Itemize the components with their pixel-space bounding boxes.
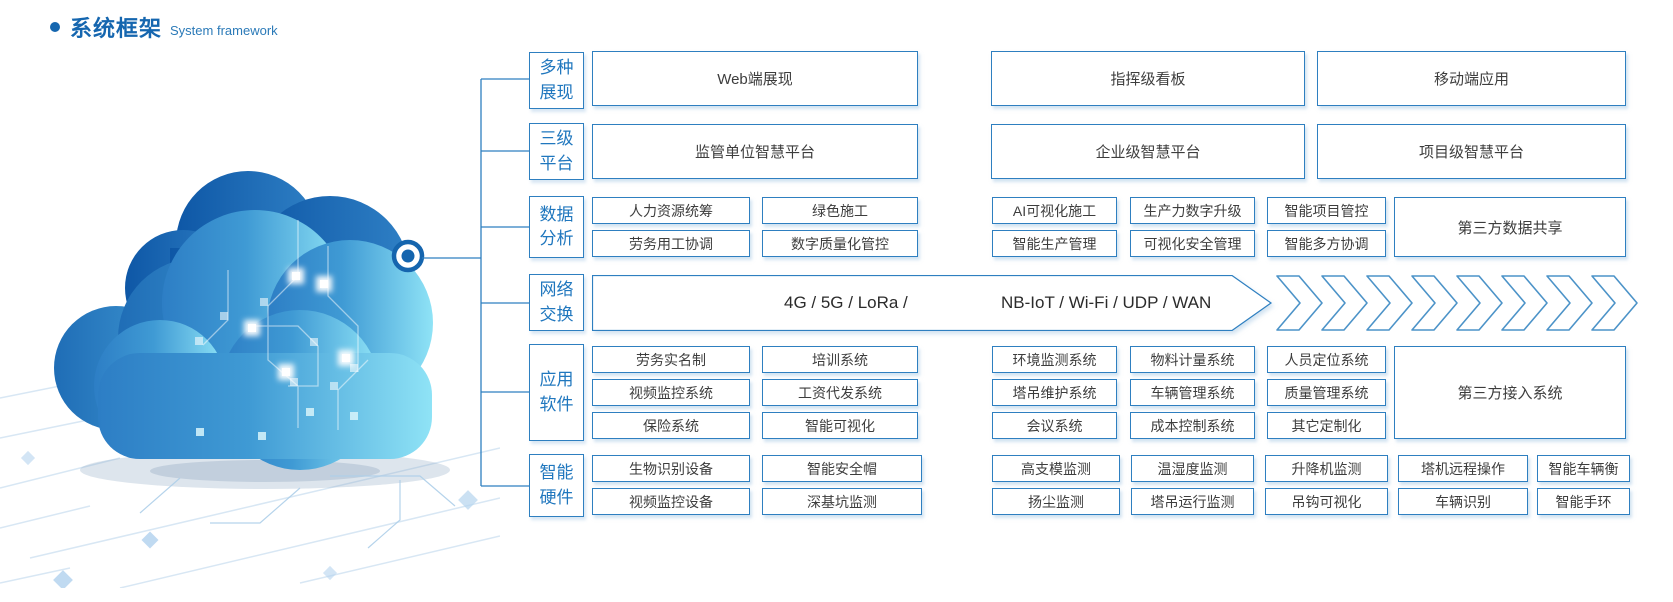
- box-ai-visual-construction: AI可视化施工: [992, 197, 1117, 224]
- network-exchange-bar: 4G / 5G / LoRa / NB-IoT / Wi-Fi / UDP / …: [592, 275, 1652, 331]
- box-quality-management: 质量管理系统: [1267, 379, 1386, 406]
- box-dust-monitor: 扬尘监测: [992, 488, 1120, 515]
- box-smart-visualization: 智能可视化: [762, 412, 918, 439]
- box-third-party-data-share: 第三方数据共享: [1394, 197, 1626, 257]
- box-smart-wristband: 智能手环: [1537, 488, 1630, 515]
- box-other-customization: 其它定制化: [1267, 412, 1386, 439]
- box-smart-production: 智能生产管理: [992, 230, 1117, 257]
- box-environment-monitor: 环境监测系统: [992, 346, 1117, 373]
- box-training-system: 培训系统: [762, 346, 918, 373]
- box-personnel-positioning: 人员定位系统: [1267, 346, 1386, 373]
- box-smart-project-control: 智能项目管控: [1267, 197, 1386, 224]
- box-video-monitor-system: 视频监控系统: [592, 379, 750, 406]
- network-arrow-shape: [592, 275, 1273, 331]
- box-regulator-platform: 监管单位智慧平台: [592, 124, 918, 179]
- hub-target-icon: [391, 239, 425, 273]
- box-biometric-device: 生物识别设备: [592, 455, 750, 482]
- chevron-arrows-icon: [1276, 275, 1638, 331]
- box-insurance-system: 保险系统: [592, 412, 750, 439]
- box-enterprise-platform: 企业级智慧平台: [991, 124, 1305, 179]
- category-smart-hardware: 智能硬件: [529, 454, 584, 517]
- box-temp-humidity-monitor: 温湿度监测: [1131, 455, 1254, 482]
- category-data-analysis: 数据分析: [529, 196, 584, 258]
- network-protocols-left: 4G / 5G / LoRa /: [784, 293, 908, 312]
- page-title: 系统框架 System framework: [50, 11, 278, 43]
- title-english: System framework: [170, 22, 278, 38]
- box-material-metering: 物料计量系统: [1130, 346, 1255, 373]
- box-green-construction: 绿色施工: [762, 197, 918, 224]
- box-smart-helmet: 智能安全帽: [762, 455, 922, 482]
- box-hr-planning: 人力资源统筹: [592, 197, 750, 224]
- box-hook-visualization: 吊钩可视化: [1265, 488, 1388, 515]
- box-third-party-access: 第三方接入系统: [1394, 346, 1626, 439]
- box-visual-safety: 可视化安全管理: [1130, 230, 1255, 257]
- box-cost-control: 成本控制系统: [1130, 412, 1255, 439]
- box-tower-remote-operation: 塔机远程操作: [1398, 455, 1528, 482]
- box-labor-coordination: 劳务用工协调: [592, 230, 750, 257]
- category-multi-display: 多种展现: [529, 52, 584, 109]
- box-deep-pit-monitor: 深基坑监测: [762, 488, 922, 515]
- box-digital-quality-control: 数字质量化管控: [762, 230, 918, 257]
- box-productivity-upgrade: 生产力数字升级: [1130, 197, 1255, 224]
- box-meeting-system: 会议系统: [992, 412, 1117, 439]
- box-salary-payment-system: 工资代发系统: [762, 379, 918, 406]
- box-tower-crane-maintenance: 塔吊维护系统: [992, 379, 1117, 406]
- network-protocols-right: NB-IoT / Wi-Fi / UDP / WAN: [1001, 293, 1212, 312]
- box-formwork-monitor: 高支模监测: [992, 455, 1120, 482]
- cloud-illustration: [0, 171, 500, 588]
- box-command-board: 指挥级看板: [991, 51, 1305, 106]
- category-network-exchange: 网络交换: [529, 274, 584, 331]
- box-web-display: Web端展现: [592, 51, 918, 106]
- category-three-level-platform: 三级平台: [529, 123, 584, 180]
- box-video-monitor-device: 视频监控设备: [592, 488, 750, 515]
- box-mobile-app: 移动端应用: [1317, 51, 1626, 106]
- box-multi-party-coordination: 智能多方协调: [1267, 230, 1386, 257]
- title-chinese: 系统框架: [70, 16, 163, 41]
- bullet-dot-icon: [50, 22, 60, 32]
- box-hoist-monitor: 升降机监测: [1265, 455, 1388, 482]
- box-smart-weighbridge: 智能车辆衡: [1537, 455, 1630, 482]
- box-tower-crane-run-monitor: 塔吊运行监测: [1131, 488, 1254, 515]
- box-project-platform: 项目级智慧平台: [1317, 124, 1626, 179]
- box-labor-realname: 劳务实名制: [592, 346, 750, 373]
- box-vehicle-management: 车辆管理系统: [1130, 379, 1255, 406]
- category-application-software: 应用软件: [529, 344, 584, 441]
- box-vehicle-recognition: 车辆识别: [1398, 488, 1528, 515]
